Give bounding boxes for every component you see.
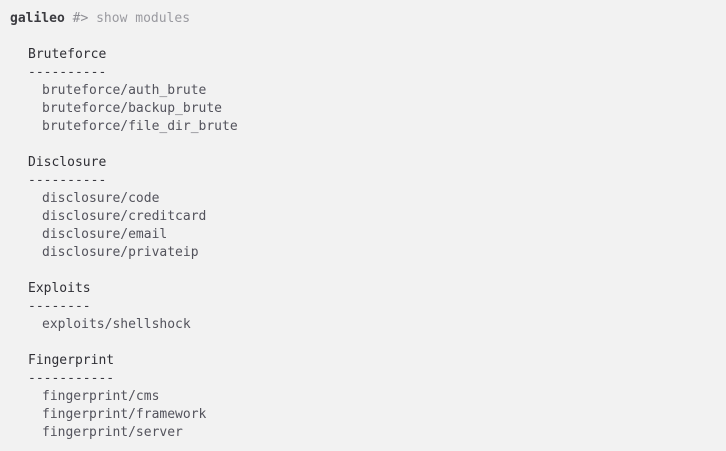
category-spacer [0, 334, 726, 352]
spacer-after-prompt [0, 28, 726, 46]
prompt-space-2 [88, 11, 96, 26]
module-list-item[interactable]: fingerprint/server [42, 425, 183, 440]
category-header: Exploits [28, 281, 91, 296]
prompt-sigil: #> [72, 11, 89, 26]
module-list-item[interactable]: disclosure/code [42, 191, 160, 206]
category-underline: ---------- [28, 65, 107, 80]
prompt-command: show modules [96, 11, 191, 26]
prompt-line: galileo #> show modules [0, 10, 726, 28]
module-list-item[interactable]: disclosure/privateip [42, 245, 199, 260]
module-list-item[interactable]: bruteforce/backup_brute [42, 101, 223, 116]
prompt-hostname: galileo [10, 11, 65, 26]
category-header: Fingerprint [28, 353, 115, 368]
category-header: Disclosure [28, 155, 107, 170]
module-list-item[interactable]: disclosure/creditcard [42, 209, 207, 224]
prompt-space [65, 11, 73, 26]
category-underline: -------- [28, 299, 91, 314]
module-list-item[interactable]: bruteforce/auth_brute [42, 83, 207, 98]
category-spacer [0, 262, 726, 280]
module-list-item[interactable]: disclosure/email [42, 227, 168, 242]
category-spacer [0, 136, 726, 154]
module-list-item[interactable]: fingerprint/cms [42, 389, 160, 404]
module-category-list: Bruteforce ---------- bruteforce/auth_brut… [0, 46, 726, 442]
category-header: Bruteforce [28, 47, 107, 62]
category-underline: ---------- [28, 173, 107, 188]
module-list-item[interactable]: bruteforce/file_dir_brute [42, 119, 238, 134]
module-list-item[interactable]: exploits/shellshock [42, 317, 191, 332]
module-list-item[interactable]: fingerprint/framework [42, 407, 207, 422]
category-underline: ----------- [28, 371, 115, 386]
